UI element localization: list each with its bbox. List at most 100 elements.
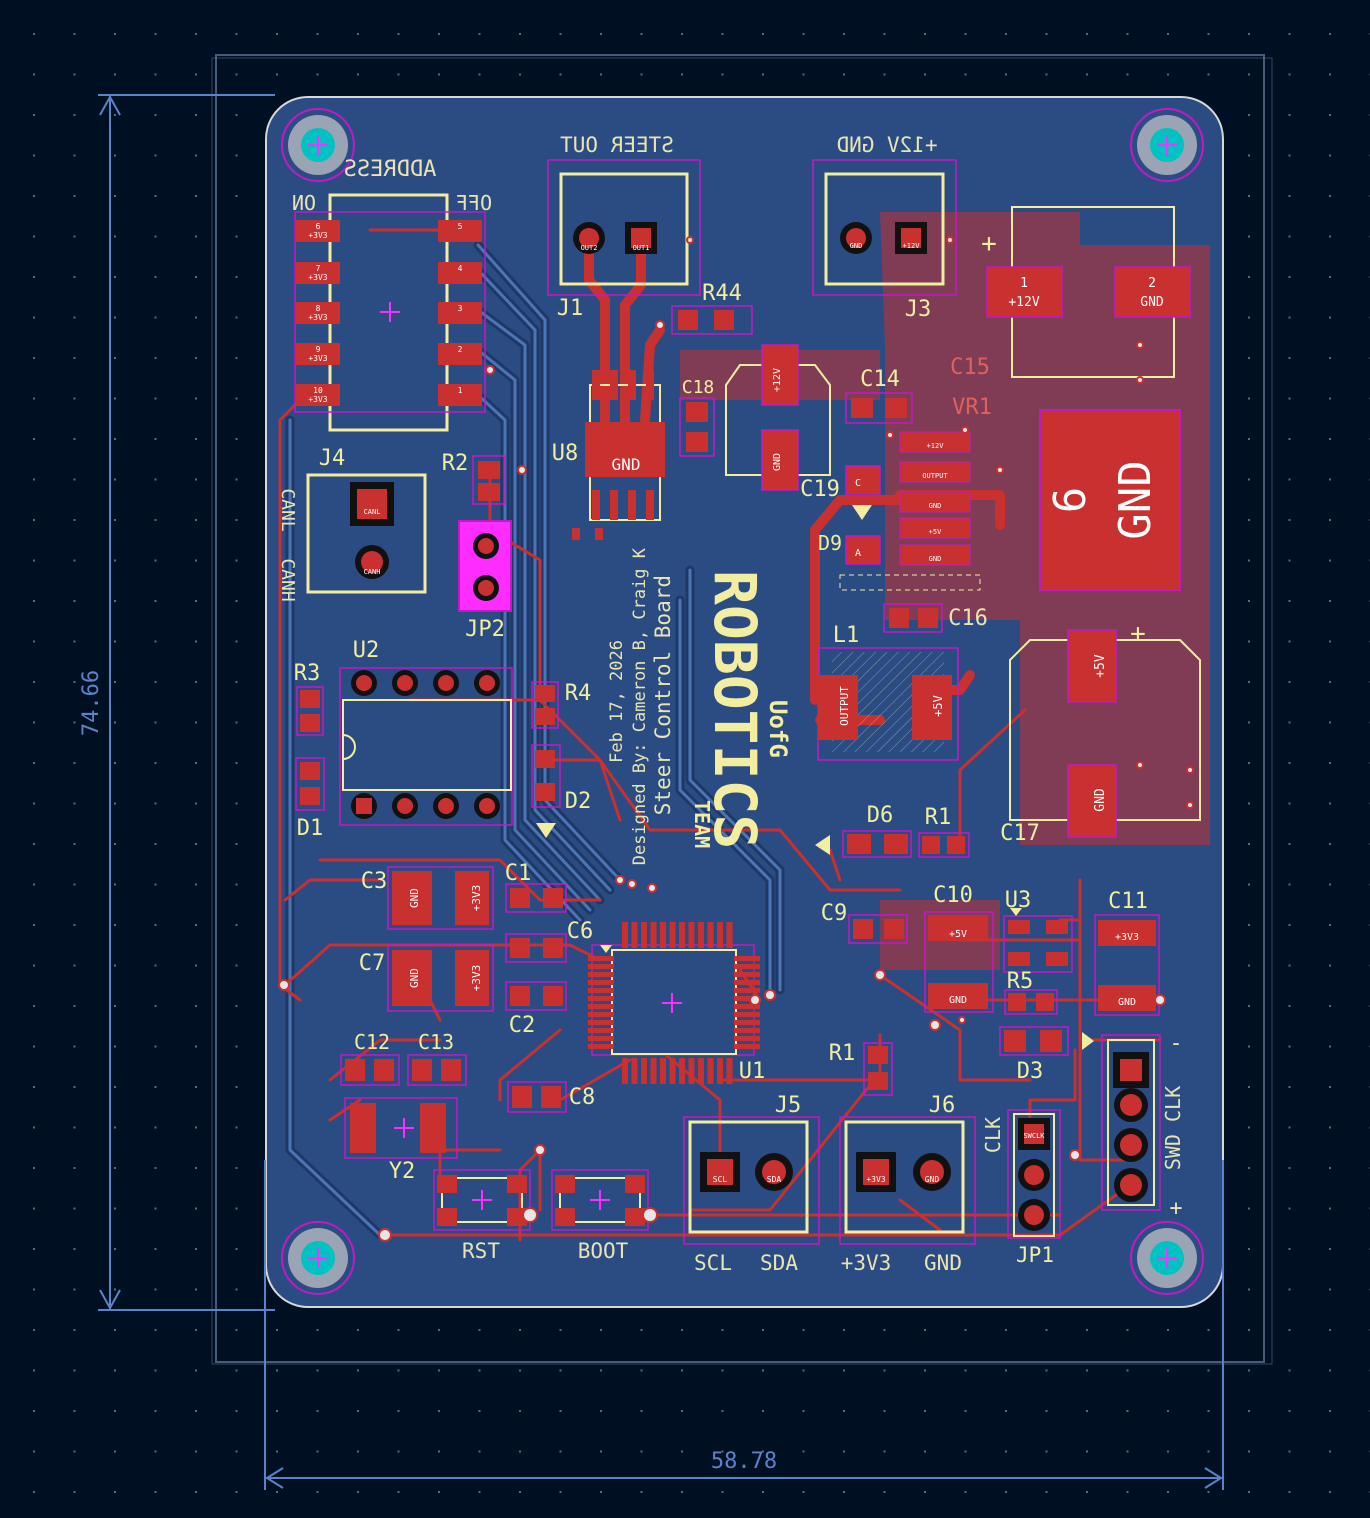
led-d2[interactable]: D2: [531, 744, 592, 838]
ref-c9: C9: [821, 901, 848, 926]
ref-c16: C16: [948, 606, 988, 631]
connector-j5-i2c[interactable]: SCL SDA J5 SCL SDA: [683, 1093, 820, 1275]
inductor-l1[interactable]: OUTPUT +5V L1: [817, 623, 959, 761]
regulator-vr1[interactable]: 6 GND +12V OUTPUT GND +5V GND VR1: [899, 395, 1181, 591]
svg-text:TEAM: TEAM: [690, 800, 714, 848]
capacitor-c1[interactable]: C1: [505, 861, 567, 913]
jumper-jp2[interactable]: JP2: [458, 520, 512, 642]
ref-c8: C8: [569, 1085, 596, 1110]
svg-text:8: 8: [316, 304, 321, 313]
svg-text:+12V: +12V: [1008, 295, 1039, 310]
u1-pin: [734, 1004, 760, 1009]
front-copper-traces: [278, 228, 1162, 1242]
off-label: OFF: [456, 191, 492, 215]
ic-u8-motor-driver[interactable]: GND U8: [552, 370, 665, 540]
resistor-r2[interactable]: R2: [442, 451, 506, 505]
mounting-hole-top-left[interactable]: [281, 108, 355, 182]
u1-pin: [660, 922, 666, 948]
u1-pin: [588, 972, 614, 977]
svg-text:+3V3: +3V3: [308, 313, 327, 322]
svg-text:CANL: CANL: [364, 508, 381, 516]
address-dip-switch[interactable]: ADDRESS ON OFF 6+3V3 7+3V3 8+3V3 9+3V3 1…: [292, 157, 492, 432]
capacitor-c15[interactable]: 1 +12V 2 GND + C15: [950, 206, 1191, 380]
led-d1[interactable]: D1: [295, 757, 325, 841]
ref-c6: C6: [567, 919, 594, 944]
resistor-r44[interactable]: R44: [671, 281, 753, 335]
ref-d2: D2: [565, 789, 592, 814]
capacitor-c17[interactable]: +5V GND + C17: [1000, 619, 1201, 846]
resistor-r4[interactable]: R4: [531, 681, 591, 729]
mounting-hole-top-right[interactable]: [1130, 108, 1204, 182]
capacitor-c11[interactable]: +3V3 GND C11: [1094, 889, 1160, 1016]
resistor-r3[interactable]: R3: [294, 661, 324, 736]
led-d6[interactable]: D6: [815, 803, 912, 858]
capacitor-c8[interactable]: C8: [507, 1081, 596, 1113]
svg-text:GND: GND: [925, 1175, 940, 1184]
svg-text:OUTPUT: OUTPUT: [838, 686, 851, 726]
u1-pin: [660, 1058, 666, 1084]
connector-j6-power-out[interactable]: +3V3 GND J6 +3V3 GND: [839, 1093, 976, 1275]
capacitor-c10[interactable]: +5V GND C10: [924, 883, 994, 1013]
clk-label: CLK: [981, 1117, 1005, 1153]
swd-plus-label: +: [1169, 1196, 1182, 1221]
resistor-r1[interactable]: R1: [829, 1041, 893, 1096]
ref-l1: L1: [833, 623, 860, 648]
svg-text:+5V: +5V: [1093, 654, 1108, 678]
u1-pin: [734, 988, 760, 993]
capacitor-c14[interactable]: C14: [845, 367, 913, 424]
ref-c10: C10: [933, 883, 973, 908]
u1-pin: [679, 1058, 685, 1084]
svg-text:+3V3: +3V3: [308, 273, 327, 282]
ref-j6: J6: [929, 1093, 956, 1118]
boot-button[interactable]: BOOT: [551, 1169, 649, 1263]
on-label: ON: [292, 191, 316, 215]
ic-u3-ldo[interactable]: U3: [1003, 888, 1073, 973]
u1-pin: [707, 1058, 714, 1084]
resistor-r11[interactable]: R1: [918, 805, 970, 858]
mounting-hole-bottom-right[interactable]: [1130, 1221, 1204, 1295]
u1-pin: [679, 922, 685, 948]
svg-text:+: +: [1130, 619, 1146, 649]
u1-pin: [631, 922, 638, 948]
capacitor-c12[interactable]: C12: [340, 1030, 400, 1086]
u1-pin: [734, 972, 760, 977]
capacitor-c2[interactable]: C2: [505, 981, 567, 1038]
ref-c19: C19: [800, 477, 840, 502]
ic-u1-microcontroller[interactable]: U1: [588, 922, 765, 1084]
svg-text:C: C: [855, 478, 861, 489]
crystal-y2[interactable]: Y2: [344, 1097, 458, 1184]
capacitor-c3[interactable]: GND +3V3 C3: [361, 866, 494, 930]
rst-label: RST: [462, 1239, 500, 1263]
dimension-height-label: 74.66: [79, 670, 104, 736]
capacitor-c18[interactable]: C18: [679, 377, 715, 457]
svg-text:GND: GND: [1140, 295, 1164, 310]
connector-j4-can[interactable]: CANL CANH CANL CANH J4: [277, 446, 427, 602]
p3v3-label: +3V3: [841, 1251, 892, 1275]
capacitor-c6[interactable]: C6: [505, 919, 594, 963]
capacitor-c16[interactable]: C16: [883, 603, 988, 633]
swd-header[interactable]: SWD CLK - +: [1101, 1031, 1185, 1221]
mounting-hole-bottom-left[interactable]: [281, 1221, 355, 1295]
connector-j3-power[interactable]: +12V GND GND +12V J3: [812, 133, 957, 322]
ref-r44: R44: [702, 281, 742, 306]
svg-text:GND: GND: [929, 555, 942, 563]
led-d3[interactable]: D3: [999, 1026, 1094, 1084]
diode-d9[interactable]: C A D9: [818, 465, 981, 591]
capacitor-c13[interactable]: C13: [407, 1030, 467, 1086]
u1-pin: [588, 1004, 614, 1009]
boot-label: BOOT: [578, 1239, 629, 1263]
reset-button[interactable]: RST: [433, 1169, 531, 1263]
resistor-r5[interactable]: R5: [1004, 969, 1058, 1015]
u1-pin: [669, 1058, 676, 1084]
svg-text:GND: GND: [949, 995, 967, 1006]
connector-j1-steer-out[interactable]: STEER OUT OUT2 OUT1 J1: [547, 133, 701, 321]
svg-text:GND: GND: [1093, 788, 1108, 812]
u1-pin: [588, 1036, 614, 1041]
u1-pin: [641, 922, 647, 948]
ic-u2-can-transceiver[interactable]: U2: [339, 638, 513, 826]
capacitor-c9[interactable]: C9: [821, 901, 908, 944]
ref-r1: R1: [829, 1041, 856, 1066]
capacitor-c7[interactable]: GND +3V3 C7: [359, 944, 494, 1012]
jumper-jp1[interactable]: SWCLK JP1 CLK: [981, 1109, 1061, 1267]
capacitor-c19[interactable]: +12V GND C19: [725, 344, 840, 502]
